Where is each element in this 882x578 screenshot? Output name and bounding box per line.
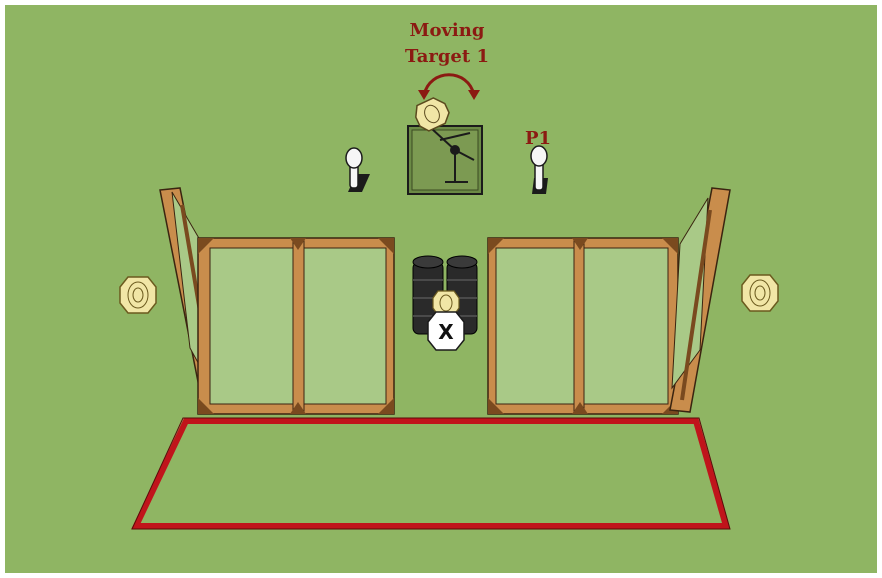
moving-target-label-line1: Moving [410,20,485,41]
left-wall-panel-2 [304,248,386,404]
right-wall-panels [488,238,678,414]
no-shoot-x-icon: X [428,312,464,350]
left-wall-panels [198,238,394,414]
no-shoot-mark: X [438,320,454,344]
octagon-paper-target-icon [120,277,156,313]
right-wall-panel-1 [496,248,574,404]
fault-line-box [136,421,726,526]
moving-target-label-line2: Target 1 [405,46,489,67]
right-wall-panel-2 [584,248,668,404]
octagon-paper-target-icon [742,275,778,311]
left-wall-panel-1 [210,248,294,404]
